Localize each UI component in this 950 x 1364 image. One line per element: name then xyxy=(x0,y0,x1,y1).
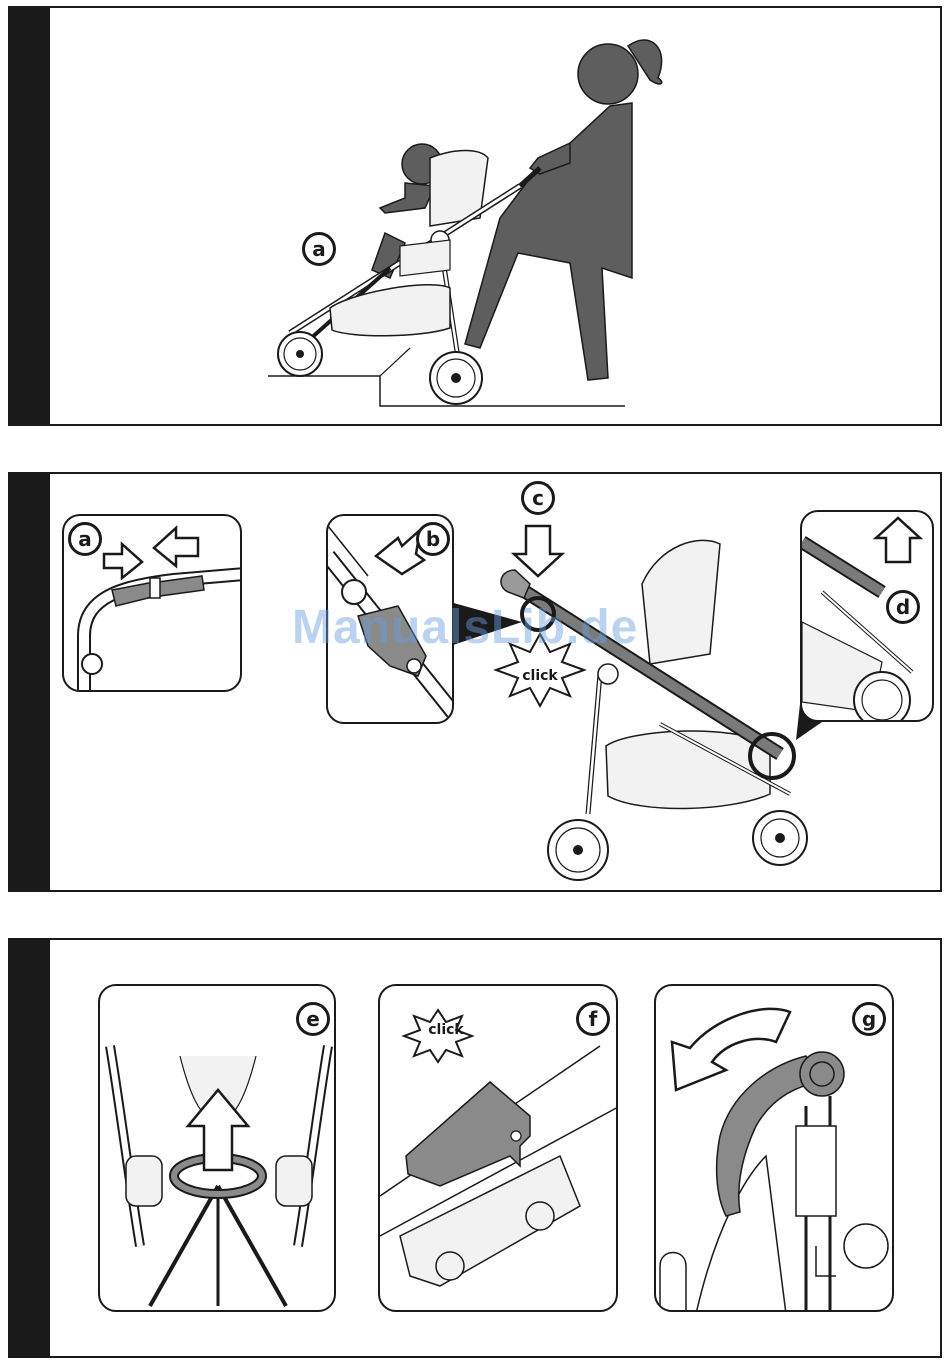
handle-rotate-illustration xyxy=(656,986,894,1312)
instruction-panel-3: e click f g xyxy=(8,938,942,1358)
click-indicator-text: click xyxy=(510,668,570,684)
panel-side-bar xyxy=(10,940,50,1356)
step-label-g: g xyxy=(852,1002,886,1036)
instruction-panel-2: click c a b xyxy=(8,472,942,892)
step-label-a: a xyxy=(302,232,336,266)
folded-stroller-strap-illustration xyxy=(100,986,336,1312)
step-label-d: d xyxy=(886,590,920,624)
detail-inset-e: e xyxy=(98,984,336,1312)
watermark-text: ManualsLib.de xyxy=(292,600,638,655)
step-label-f: f xyxy=(576,1002,610,1036)
detail-inset-g: g xyxy=(654,984,894,1312)
detail-inset-f: click f xyxy=(378,984,618,1312)
detail-inset-a: a xyxy=(62,514,242,692)
click-indicator-text: click xyxy=(416,1022,476,1038)
step-label-e: e xyxy=(296,1002,330,1036)
detail-inset-d: d xyxy=(800,510,934,722)
step-label-b: b xyxy=(416,522,450,556)
step-label-a: a xyxy=(68,522,102,556)
step-label-c: c xyxy=(521,481,555,515)
instruction-panel-1: a xyxy=(8,6,942,426)
stroller-step-illustration xyxy=(10,8,942,426)
